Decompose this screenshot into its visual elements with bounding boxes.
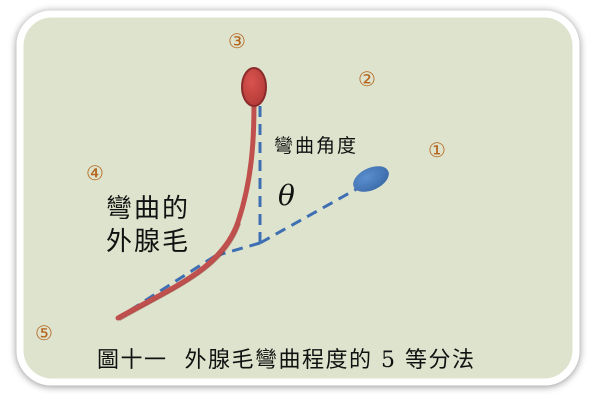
hair-head-blue [353, 166, 389, 192]
hair-head-red [241, 67, 267, 107]
bent-hair-label-line1: 彎曲的 [106, 194, 190, 224]
theta-symbol: θ [278, 179, 295, 212]
bent-hair-label-line2: 外腺毛 [106, 227, 190, 257]
position-1-label: ① [428, 138, 446, 162]
position-2-label: ② [358, 67, 376, 91]
angle-reference-line [259, 184, 363, 245]
position-3-label: ③ [228, 29, 246, 53]
bent-hair-stalk [115, 101, 257, 321]
figure-caption: 圖十一 外腺毛彎曲程度的 5 等分法 [97, 348, 475, 373]
bend-angle-label: 彎曲角度 [274, 135, 358, 157]
position-4-label: ④ [86, 161, 104, 185]
bent-hair-stalk-shade [119, 223, 241, 321]
figure-panel [16, 10, 580, 386]
position-5-label: ⑤ [35, 321, 53, 345]
